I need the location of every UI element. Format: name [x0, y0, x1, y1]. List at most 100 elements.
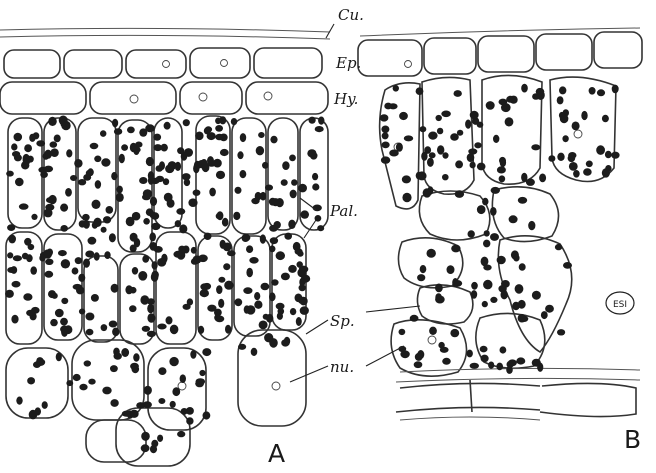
chloroplast-dot	[452, 278, 458, 287]
chloroplast-dot	[65, 188, 72, 197]
chloroplast-dot	[499, 157, 506, 164]
chloroplast-dot	[238, 344, 246, 350]
chloroplast-dot	[50, 141, 58, 147]
label-cuticle: Cu.	[338, 6, 364, 24]
chloroplast-dot	[39, 255, 45, 262]
chloroplast-dot	[490, 207, 497, 216]
chloroplast-dot	[468, 148, 477, 154]
chloroplast-dot	[500, 346, 507, 353]
chloroplast-dot	[104, 251, 110, 259]
chloroplast-dot	[166, 316, 173, 324]
chloroplast-dot	[27, 377, 35, 384]
chloroplast-dot	[22, 253, 29, 260]
chloroplast-dot	[113, 348, 120, 356]
chloroplast-dot	[129, 305, 136, 312]
chloroplast-dot	[455, 190, 464, 198]
chloroplast-dot	[499, 175, 506, 182]
chloroplast-dot	[140, 295, 149, 304]
chloroplast-dot	[112, 119, 118, 128]
chloroplast-dot	[442, 174, 449, 180]
chloroplast-dot	[170, 325, 179, 335]
chloroplast-stippling	[5, 84, 620, 454]
chloroplast-dot	[490, 297, 497, 303]
chloroplast-dot	[284, 337, 290, 346]
chloroplast-dot	[299, 266, 308, 273]
chloroplast-dot	[404, 135, 413, 141]
chloroplast-dot	[450, 133, 459, 140]
chloroplast-dot	[393, 85, 399, 92]
chloroplast-dot	[225, 325, 231, 334]
chloroplast-dot	[219, 116, 226, 124]
epidermis-cells-a	[4, 48, 322, 78]
chloroplast-dot	[516, 357, 525, 364]
chloroplast-dot	[482, 198, 488, 206]
chloroplast-dot	[427, 249, 436, 258]
chloroplast-dot	[493, 135, 499, 143]
chloroplast-dot	[380, 114, 389, 121]
chloroplast-dot	[85, 251, 94, 258]
chloroplast-dot	[59, 116, 68, 126]
chloroplast-dot	[142, 326, 150, 332]
chloroplast-dot	[184, 148, 193, 157]
chloroplast-dot	[532, 359, 541, 367]
chloroplast-dot	[318, 117, 324, 125]
chloroplast-dot	[214, 314, 220, 321]
chloroplast-dot	[6, 171, 14, 177]
chloroplast-dot	[506, 366, 513, 374]
chloroplast-dot	[44, 271, 53, 278]
monogram-text: ESI	[613, 300, 627, 310]
chloroplast-dot	[216, 213, 223, 220]
chloroplast-dot	[447, 265, 455, 274]
chloroplast-dot	[11, 143, 17, 150]
chloroplast-dot	[88, 379, 95, 385]
chloroplast-dot	[164, 122, 171, 130]
chloroplast-dot	[138, 271, 147, 281]
chloroplast-dot	[152, 261, 158, 269]
chloroplast-dot	[203, 411, 211, 419]
chloroplast-dot	[518, 314, 527, 323]
label-nucleus: nu.	[330, 358, 354, 376]
chloroplast-dot	[515, 284, 524, 294]
chloroplast-dot	[195, 132, 203, 141]
chloroplast-dot	[157, 435, 163, 442]
chloroplast-dot	[147, 331, 156, 337]
chloroplast-dot	[246, 245, 253, 253]
chloroplast-dot	[215, 125, 223, 132]
chloroplast-dot	[288, 265, 297, 273]
chloroplast-dot	[382, 142, 390, 149]
chloroplast-dot	[50, 148, 58, 157]
chloroplast-dot	[290, 308, 296, 315]
chloroplast-dot	[470, 111, 479, 120]
panel-label-b: B	[624, 425, 641, 454]
chloroplast-dot	[450, 329, 459, 337]
chloroplast-dot	[13, 133, 22, 142]
chloroplast-dot	[381, 156, 390, 163]
panel-label-a: A	[268, 439, 285, 468]
chloroplast-dot	[170, 401, 176, 408]
chloroplast-dot	[61, 259, 70, 268]
chloroplast-dot	[119, 154, 125, 163]
chloroplast-dot	[611, 152, 619, 159]
chloroplast-dot	[244, 305, 250, 313]
chloroplast-dot	[415, 353, 423, 361]
chloroplast-dot	[38, 167, 47, 173]
chloroplast-dot	[290, 190, 297, 199]
chloroplast-dot	[435, 284, 443, 293]
chloroplast-dot	[270, 136, 277, 144]
chloroplast-dot	[150, 242, 158, 251]
chloroplast-dot	[101, 158, 110, 166]
chloroplast-dot	[103, 216, 111, 223]
chloroplast-dot	[251, 348, 258, 356]
chloroplast-dot	[559, 112, 565, 119]
chloroplast-dot	[60, 326, 69, 334]
chloroplast-dot	[298, 184, 307, 193]
chloroplast-dot	[428, 132, 437, 140]
chloroplast-dot	[142, 255, 149, 263]
chloroplast-dot	[497, 256, 506, 265]
chloroplast-dot	[477, 205, 486, 214]
chloroplast-dot	[260, 192, 266, 201]
chloroplast-dot	[5, 290, 14, 298]
chloroplast-dot	[50, 319, 58, 326]
chloroplast-dot	[416, 172, 422, 180]
chloroplast-dot	[7, 252, 13, 258]
